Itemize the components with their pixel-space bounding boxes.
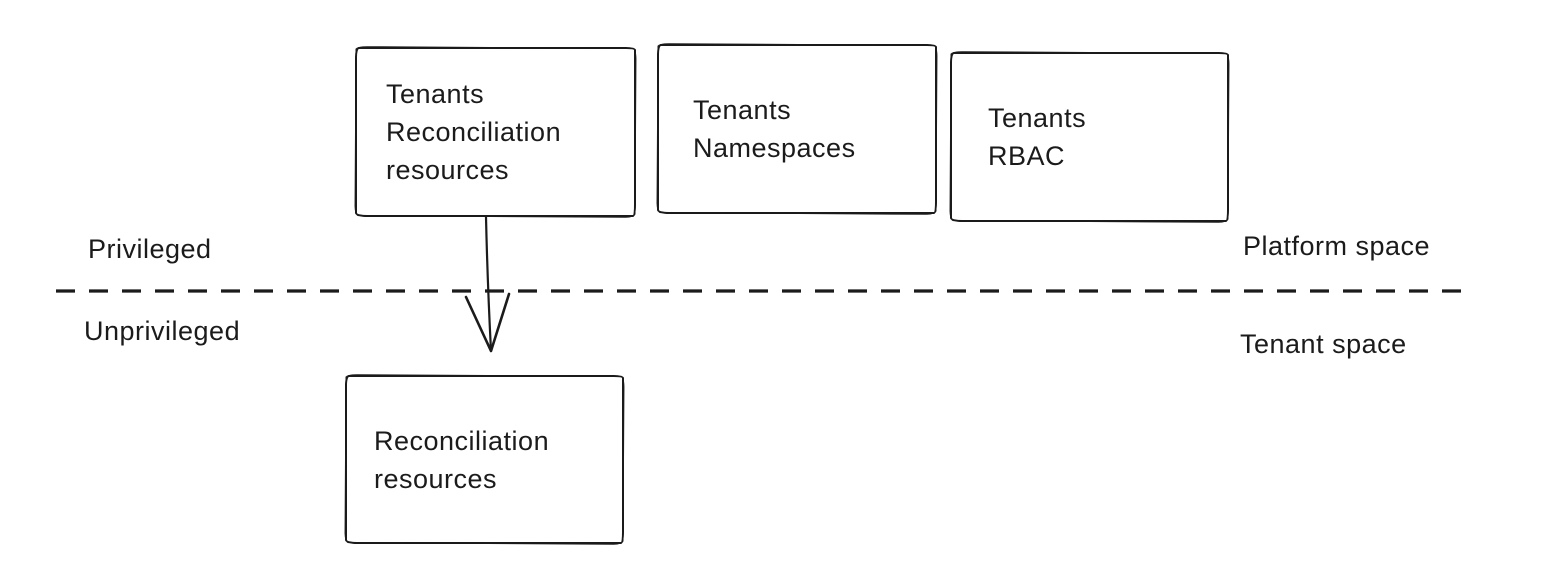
box-reconciliation-resources-label: Reconciliation resources	[374, 425, 550, 494]
box-tenants-namespaces-label: Tenants Namespaces	[693, 95, 856, 163]
box-tenants-reconciliation-resources-label: Tenants Reconciliation resources	[386, 79, 562, 185]
arrow-shaft	[484, 215, 493, 353]
box-tenants-rbac-label: Tenants RBAC	[988, 103, 1087, 171]
box-tenants-namespaces[interactable]: Tenants Namespaces	[657, 44, 937, 214]
privileged-zone-label: Privileged	[88, 234, 212, 264]
box-tenants-reconciliation-resources[interactable]: Tenants Reconciliation resources	[355, 47, 636, 217]
arrow-head-icon	[464, 292, 511, 353]
box-tenants-rbac[interactable]: Tenants RBAC	[950, 52, 1229, 222]
unprivileged-zone-label: Unprivileged	[84, 316, 241, 346]
platform-space-zone-label: Platform space	[1243, 231, 1431, 261]
tenant-space-zone-label: Tenant space	[1240, 329, 1407, 359]
box-reconciliation-resources[interactable]: Reconciliation resources	[345, 375, 624, 544]
